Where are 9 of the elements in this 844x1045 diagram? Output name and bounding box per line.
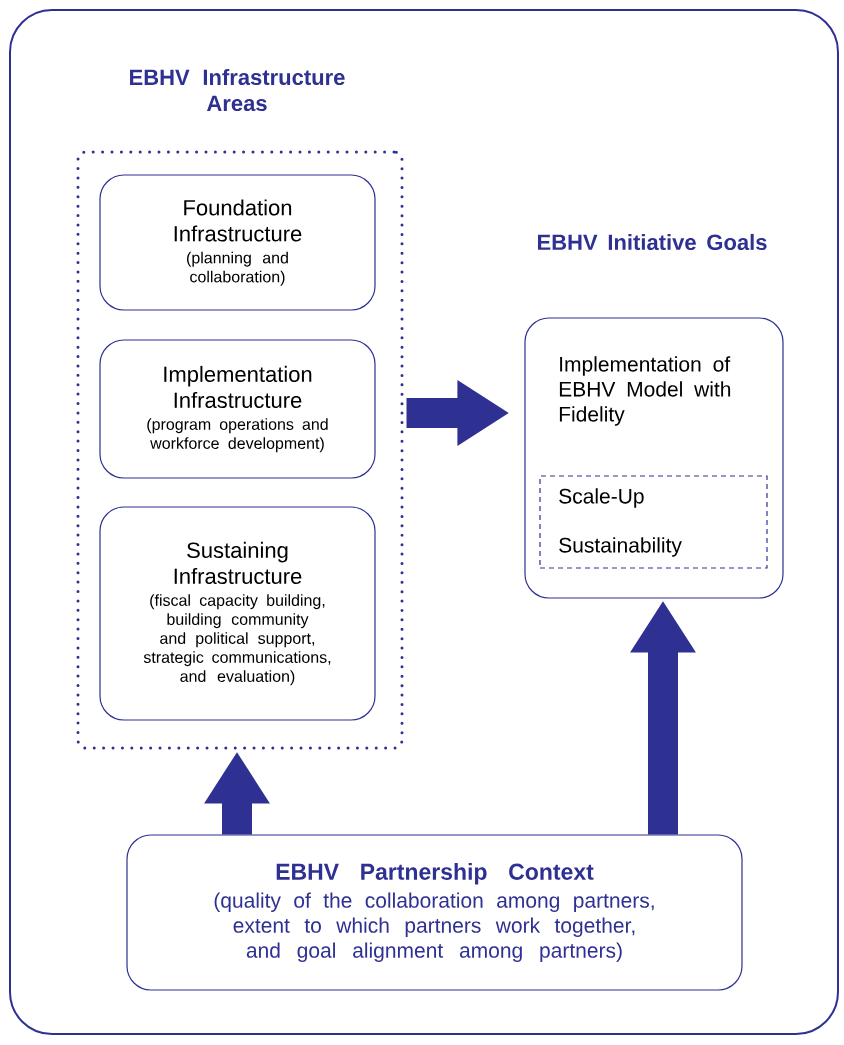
process-box: Sustaining Infrastructure (fiscal capacity building, building community and political support, strategic communications, and evaluation) <box>99 506 376 721</box>
goal-item: Scale-Up <box>559 488 644 508</box>
process-box: Implementation Infrastructure (program operations and workforce development) <box>99 339 376 479</box>
context-box: EBHV Partnership Context (quality of the collaboration among partners, extent to which partners work together, and goal alignment among partners) <box>126 834 743 991</box>
section-heading: EBHV Initiative Goals <box>538 233 767 251</box>
section-heading: EBHV Infrastructure Areas <box>130 68 345 112</box>
goal-item: Sustainability <box>559 537 682 557</box>
process-box: Foundation Infrastructure (planning and collaboration) <box>99 174 376 311</box>
goal-text: Implementation of EBHV Model with Fidelity <box>559 356 731 426</box>
